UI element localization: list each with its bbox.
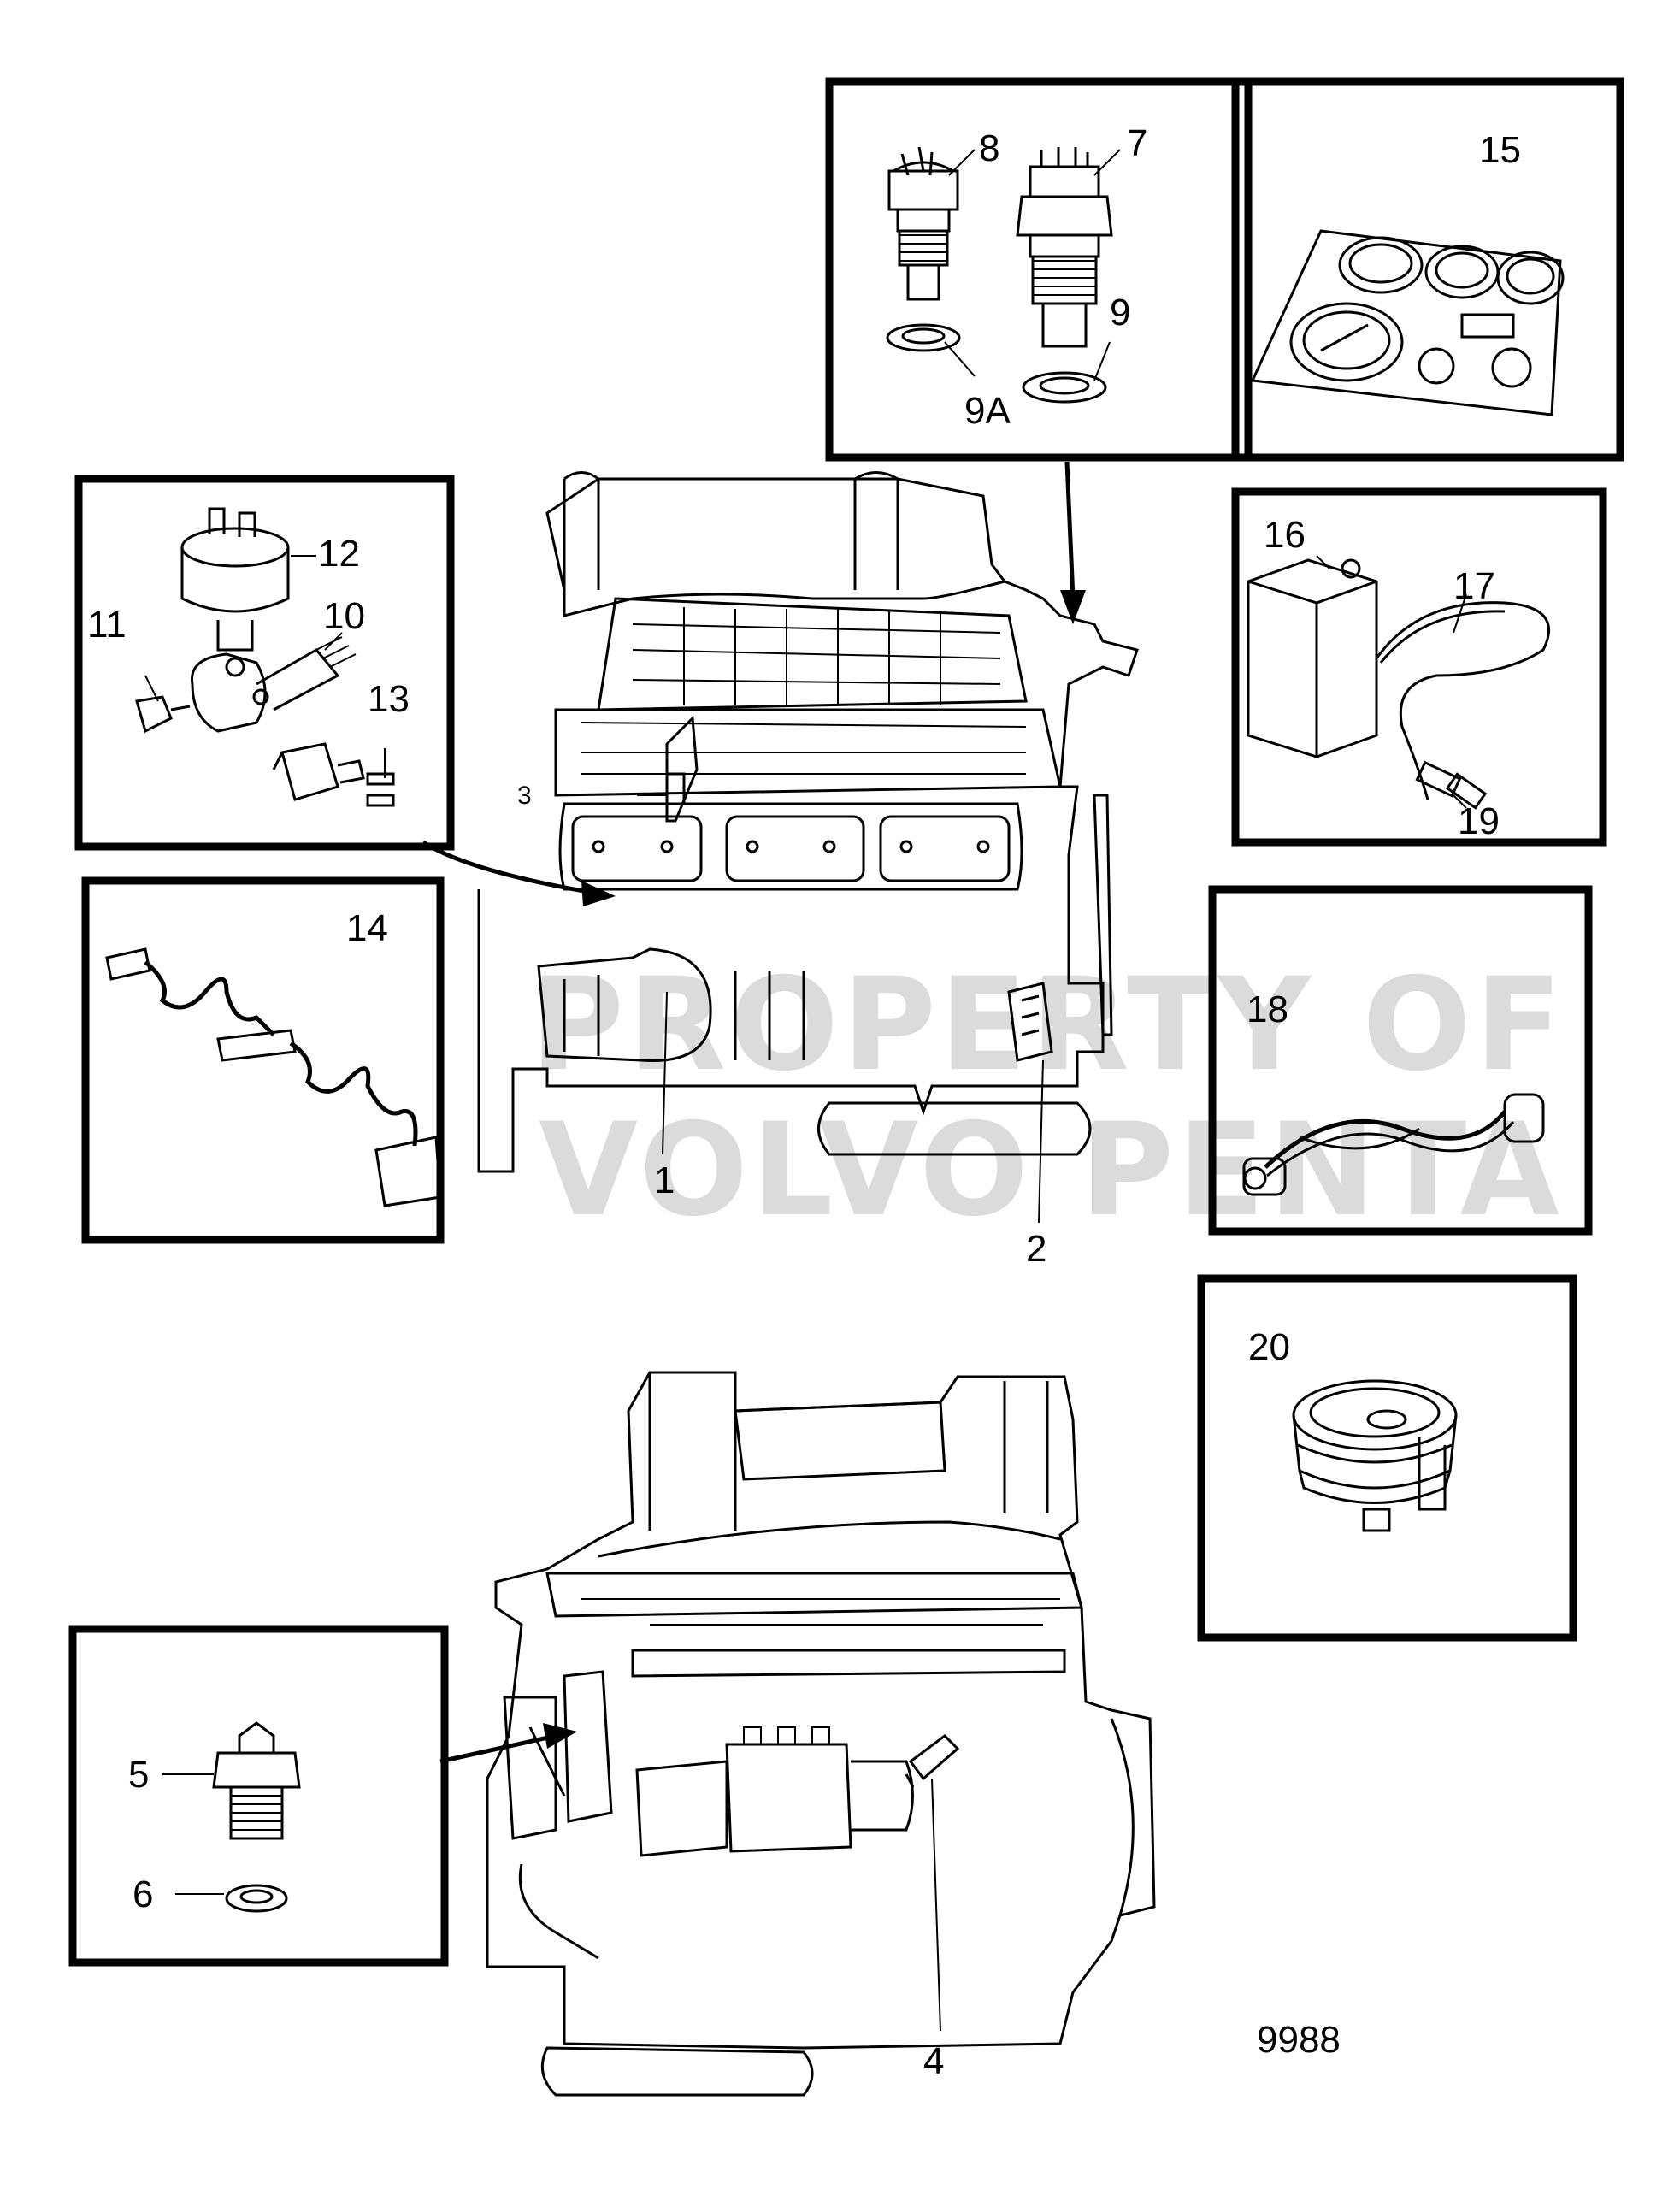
- callout-11: 11: [87, 604, 127, 646]
- sensor-4-icon: [905, 1734, 960, 1788]
- engine-top-view-illustration: 1 2 3: [421, 461, 1139, 1270]
- callout-7: 7: [1127, 122, 1147, 164]
- oil-pressure-sender-12-icon: [180, 507, 290, 652]
- drawing-number: 9988: [1257, 2019, 1341, 2061]
- callout-14: 14: [346, 907, 388, 949]
- temperature-sender-8-icon: [886, 146, 961, 352]
- callout-6: 6: [133, 1873, 153, 1915]
- callout-9a: 9A: [964, 390, 1011, 432]
- callout-18: 18: [1247, 988, 1288, 1030]
- callout-15: 15: [1479, 129, 1521, 171]
- pressure-switch-13-icon: [272, 742, 395, 807]
- watermark: PROPERTY OF VOLVO PENTA: [530, 951, 1563, 1245]
- inset-alarm-unit: 16 17 19: [1231, 487, 1607, 847]
- callout-13: 13: [368, 678, 410, 720]
- callout-5: 5: [128, 1754, 149, 1796]
- callout-3: 3: [517, 782, 532, 810]
- inset-temperature-senders: 8 7 9 9A: [825, 77, 1253, 462]
- engine-side-view-illustration: 4: [439, 1371, 1156, 2097]
- inset-cable-harness: 18: [1208, 885, 1593, 1236]
- callout-10: 10: [323, 595, 365, 637]
- inset-water-temperature-sender: 5 6: [68, 1625, 449, 1967]
- callout-17: 17: [1453, 565, 1495, 607]
- callout-9: 9: [1110, 292, 1130, 333]
- plug-11-icon: [135, 695, 191, 734]
- callout-16: 16: [1264, 514, 1306, 556]
- temperature-sender-7-icon: [1016, 147, 1113, 404]
- callout-8: 8: [979, 127, 999, 169]
- inset-gauge: 20: [1197, 1274, 1577, 1642]
- inset-heating-element: 14: [81, 876, 445, 1244]
- inset-oil-pressure-sender: 12 10 11 13: [74, 475, 455, 851]
- inset-instrument-panel: 15: [1231, 77, 1624, 462]
- callout-1: 1: [654, 1159, 675, 1201]
- sender-5-icon: [212, 1721, 301, 1913]
- callout-2: 2: [1026, 1228, 1046, 1270]
- adapter-tee-icon: [191, 636, 357, 733]
- callout-12: 12: [318, 533, 360, 575]
- watermark-line-2: VOLVO PENTA: [539, 1096, 1563, 1245]
- callout-19: 19: [1458, 800, 1500, 842]
- callout-20: 20: [1248, 1326, 1290, 1368]
- callout-4: 4: [923, 2040, 944, 2082]
